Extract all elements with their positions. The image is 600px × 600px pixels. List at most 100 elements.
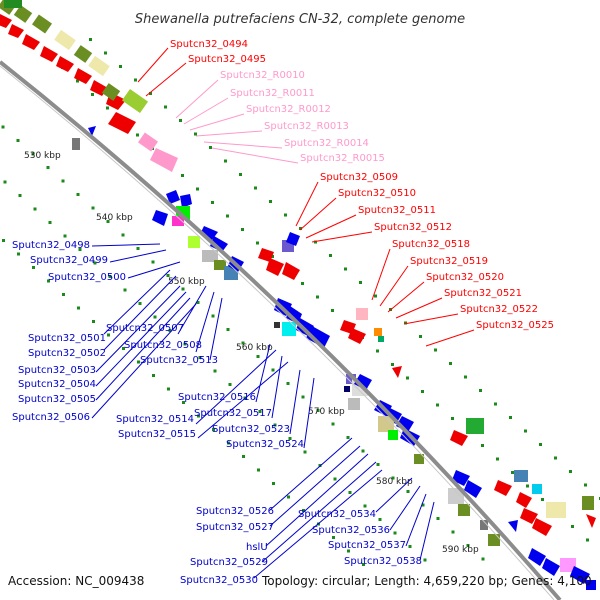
tick-mark [271, 368, 275, 372]
tick-mark [213, 369, 217, 373]
gene-arrow [528, 548, 546, 566]
gene-label: Sputcn32_0516 [178, 392, 256, 403]
tick-mark [211, 201, 214, 204]
tick-mark [333, 477, 337, 481]
leader-line [305, 214, 357, 239]
leader-line [379, 265, 409, 307]
gene-arrow [286, 232, 300, 246]
leader-line [371, 248, 391, 301]
tick-mark [256, 241, 259, 245]
leader-line [127, 261, 181, 279]
gene-block [586, 580, 596, 590]
tick-mark [421, 503, 425, 507]
rrna-block [138, 132, 158, 152]
tick-mark [182, 401, 185, 404]
gene-label: Sputcn32_0524 [226, 439, 304, 450]
tick-mark [17, 252, 20, 256]
gene-arrow [464, 480, 482, 498]
leader-line [145, 62, 187, 97]
tick-mark [3, 180, 7, 184]
tick-mark [226, 214, 229, 218]
kbp-label: 580 kbp [376, 477, 413, 487]
kbp-label: 530 kbp [24, 151, 61, 161]
tick-mark [254, 186, 257, 190]
tick-mark [316, 295, 319, 299]
gene-block [546, 502, 566, 518]
leader-line [295, 181, 319, 227]
tick-mark [374, 294, 377, 298]
tick-mark [287, 495, 290, 499]
tick-mark [421, 390, 424, 393]
tick-mark [258, 410, 262, 413]
tick-mark [91, 93, 94, 96]
tick-mark [331, 422, 335, 426]
tick-mark [257, 468, 260, 472]
gene-block [32, 14, 52, 34]
leader-line [177, 285, 207, 335]
leader-line [271, 355, 283, 419]
leader-line [265, 453, 369, 547]
gene-label: Sputcn32_R0015 [300, 153, 385, 164]
tick-mark [209, 146, 212, 149]
tick-mark [106, 106, 109, 110]
tick-mark [347, 549, 350, 553]
genome-backbone [0, 60, 562, 600]
tick-mark [302, 509, 305, 512]
gene-label: Sputcn32_R0010 [220, 70, 305, 81]
tick-mark [331, 309, 334, 312]
tick-mark [363, 504, 367, 508]
tick-mark [197, 414, 200, 418]
tick-mark [434, 348, 437, 352]
gene-block [73, 45, 93, 63]
leader-line [311, 231, 373, 243]
tick-mark [224, 159, 227, 163]
leader-line [375, 477, 413, 513]
gene-label: Sputcn32_0536 [312, 525, 390, 536]
tick-mark [1, 125, 5, 129]
gene-arrow [354, 374, 372, 390]
tick-mark [183, 342, 187, 346]
tick-mark [269, 200, 272, 203]
leader-line [183, 97, 229, 125]
gene-block [282, 322, 296, 336]
tick-mark [239, 173, 242, 176]
tick-mark [76, 79, 79, 83]
gene-block [488, 534, 500, 546]
gene-arrow [516, 492, 532, 508]
gene-label: Sputcn32_0498 [12, 240, 90, 251]
gene-arrow [532, 518, 552, 536]
gene-label: Sputcn32_0503 [18, 365, 96, 376]
tick-mark [406, 490, 410, 493]
leader-line [91, 243, 161, 247]
tick-mark [108, 275, 112, 278]
gene-label: Sputcn32_0494 [170, 39, 248, 50]
tick-mark [77, 306, 80, 310]
tick-mark [496, 457, 499, 461]
gene-block [344, 386, 350, 392]
gene-label: Sputcn32_R0014 [284, 138, 369, 149]
tick-mark [288, 437, 292, 440]
gene-arrow [74, 68, 92, 84]
tick-mark [196, 187, 199, 191]
tick-mark [314, 240, 317, 244]
tick-mark [436, 403, 439, 407]
tick-mark [526, 484, 529, 488]
leader-line [109, 249, 167, 263]
gene-arrow [282, 262, 300, 280]
tick-mark [494, 402, 497, 406]
gene-block [560, 558, 576, 572]
gene-label: Sputcn32_0526 [196, 506, 274, 517]
tick-mark [273, 423, 277, 427]
tick-mark [393, 531, 397, 535]
kbp-label: 550 kbp [168, 277, 205, 287]
tick-mark [571, 525, 574, 528]
tick-mark [181, 287, 185, 291]
tick-mark [152, 374, 155, 377]
accession-text: Accession: NC_009438 [8, 574, 145, 588]
leader-line [195, 349, 277, 425]
tick-mark [89, 38, 92, 41]
tick-mark [242, 455, 245, 458]
tick-mark [2, 239, 5, 242]
gene-labels-right: Sputcn32_0494 Sputcn32_0495 Sputcn32_R00… [170, 39, 554, 331]
gene-label: Sputcn32_0502 [28, 348, 106, 359]
